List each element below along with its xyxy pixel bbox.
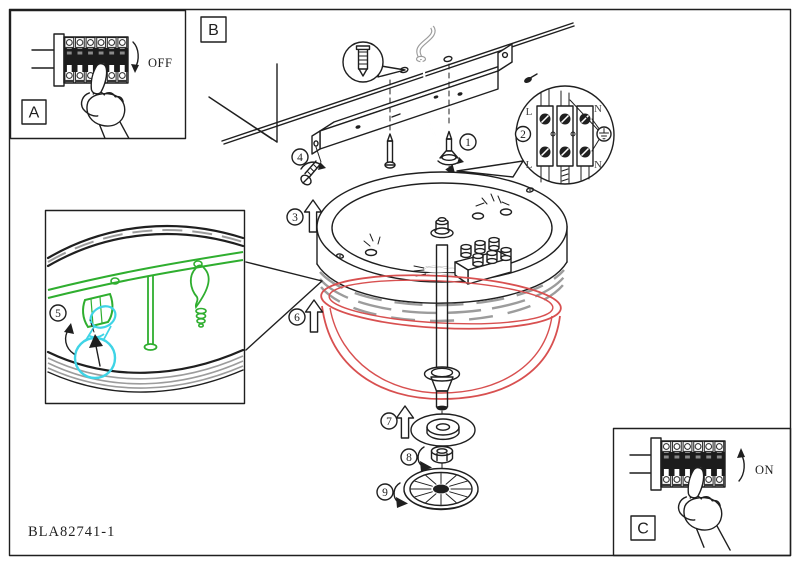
insert-bulb-arrow-icon	[89, 319, 103, 367]
panel-c-label: C	[637, 521, 649, 538]
lamp-bracket-highlight	[47, 251, 244, 351]
svg-text:1: 1	[465, 137, 471, 149]
canopy-rim-inside	[46, 224, 244, 393]
circuit-breaker-on-icon	[629, 437, 726, 491]
page-border	[8, 8, 792, 557]
svg-text:5: 5	[55, 308, 61, 320]
bulb-detail-box: 5	[44, 209, 246, 405]
twist-arrow-icon	[64, 323, 75, 355]
panel-c-border	[612, 427, 792, 557]
lamp-socket-highlight	[82, 292, 114, 329]
terminal-label-n-top: N	[594, 103, 602, 115]
svg-text:9: 9	[382, 487, 388, 499]
on-label: ON	[755, 463, 774, 477]
off-label: OFF	[148, 56, 172, 70]
wall-plug-icon	[355, 45, 371, 77]
svg-text:8: 8	[406, 452, 412, 464]
canopy-terminal-block-icon	[413, 236, 512, 285]
nut-icon	[430, 445, 454, 464]
panel-a-label: A	[29, 105, 40, 122]
svg-text:4: 4	[297, 152, 303, 164]
panel-a-border	[9, 9, 187, 140]
rotate-arrow-icon	[417, 446, 432, 472]
svg-text:7: 7	[386, 416, 392, 428]
threaded-rod	[423, 244, 461, 411]
cable-curl-icon	[363, 233, 387, 257]
svg-text:3: 3	[292, 212, 298, 224]
terminal-block-icon	[536, 89, 612, 185]
panel-b: B	[200, 16, 615, 511]
up-arrow-icon	[304, 299, 324, 333]
terminal-label-l-bottom: L	[526, 159, 533, 171]
screw-icon	[384, 133, 396, 169]
mounting-screws	[384, 63, 464, 169]
step-marker-1: 1	[459, 133, 477, 151]
panel-b-label: B	[208, 22, 219, 39]
cable-hook-icon	[471, 193, 513, 220]
mounting-bracket	[311, 43, 538, 155]
finial-icon	[403, 462, 479, 511]
switch-on-arrow-icon	[737, 448, 745, 482]
switch-off-arrow-icon	[131, 41, 139, 73]
lamp-canopy	[316, 171, 568, 323]
center-stud-icon	[430, 216, 454, 239]
terminal-detail: L N L N 2	[456, 85, 615, 185]
wall-plug-detail	[342, 41, 406, 83]
step-marker-6: 6	[288, 299, 324, 333]
step-marker-8: 8	[400, 446, 432, 472]
bulb-detail-border	[44, 209, 246, 405]
rotate-arrow-icon	[393, 482, 408, 508]
screw-turn-icon	[437, 130, 464, 166]
panel-c: ON C	[612, 427, 792, 557]
terminal-label-l-top: L	[526, 106, 533, 118]
step-marker-4: 4	[291, 146, 326, 186]
glass-dome	[320, 274, 562, 400]
step-marker-9: 9	[376, 482, 408, 508]
step-marker-3: 3	[286, 199, 323, 233]
ceiling-drill-hole	[443, 55, 453, 63]
panel-a-label-box	[21, 99, 47, 125]
svg-text:6: 6	[294, 312, 300, 324]
panel-b-label-box	[200, 16, 227, 43]
terminal-label-n-bottom: N	[594, 159, 602, 171]
panel-a: OFF A	[9, 9, 187, 140]
bulb-highlight-green	[189, 264, 210, 328]
step-marker-5: 5	[49, 304, 67, 322]
part-number: BLA82741-1	[28, 524, 115, 540]
circuit-breaker-off-icon	[31, 33, 129, 87]
detail-leader-lines	[245, 261, 323, 351]
panel-c-label-box	[630, 515, 656, 541]
svg-text:2: 2	[520, 129, 526, 141]
screw-turn-icon	[300, 146, 326, 186]
washer-icon	[410, 410, 476, 447]
earth-symbol-icon	[596, 126, 612, 142]
step-marker-7: 7	[380, 405, 415, 439]
step-marker-2: 2	[514, 125, 532, 143]
loose-screw-icon	[524, 73, 538, 84]
